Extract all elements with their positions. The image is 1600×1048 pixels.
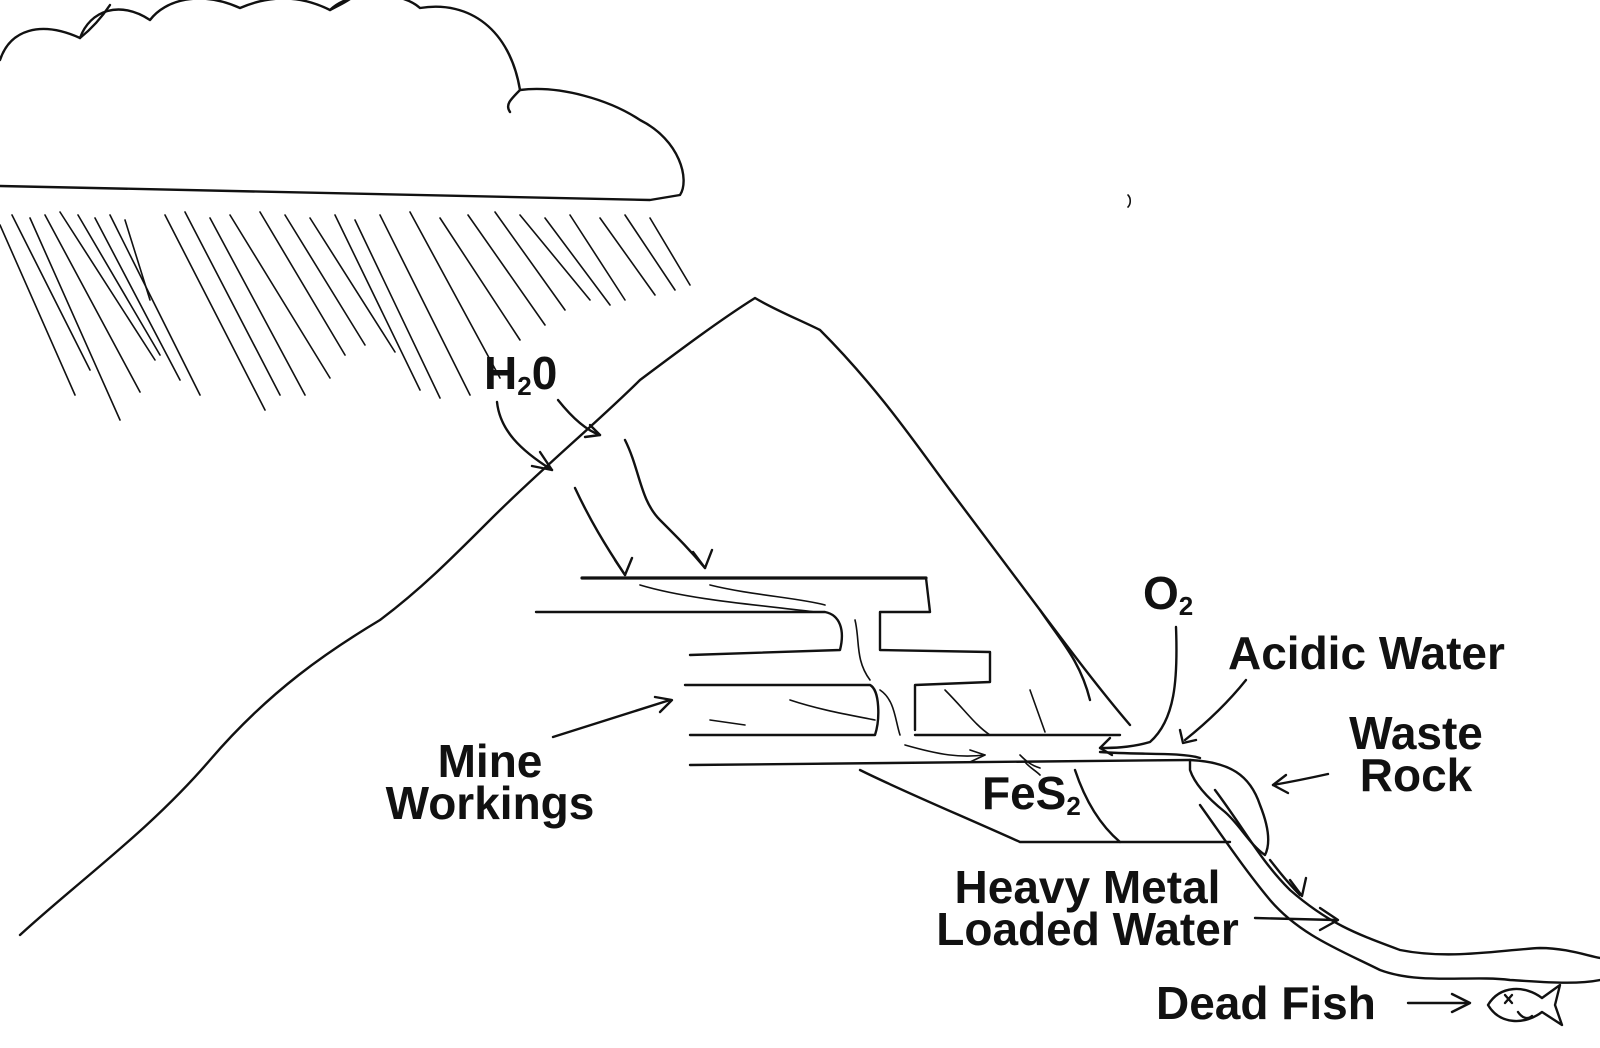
h2o-subscript: 2 (517, 371, 532, 401)
o2-main: O (1143, 567, 1179, 619)
fes2-pointer (1024, 761, 1041, 776)
mine-workings-label: Mine Workings (370, 735, 610, 829)
mine-workings-line2: Workings (385, 777, 595, 829)
waste-rock-line1: Waste (1349, 707, 1483, 759)
heavy-metal-label: Heavy Metal Loaded Water (915, 861, 1260, 955)
lower-ground (858, 768, 1232, 844)
h2o-label: H20 (484, 350, 557, 407)
waste-rock-line2: Rock (1359, 749, 1473, 801)
heavy-metal-line1: Heavy Metal (954, 861, 1221, 913)
infiltration-arrows (495, 398, 714, 577)
mine-workings-line1: Mine (437, 735, 543, 787)
dead-fish-arrow (1406, 992, 1472, 1014)
h2o-rest: 0 (531, 347, 558, 399)
fes2-subscript: 2 (1066, 791, 1081, 821)
heavy-metal-line2: Loaded Water (936, 903, 1239, 955)
h2o-main: H (484, 347, 518, 399)
mine-workings-pointer (551, 695, 674, 739)
speck (1127, 194, 1132, 208)
fish-icon (1486, 983, 1564, 1027)
dead-fish-label: Dead Fish (1156, 977, 1376, 1029)
acidic-water-label: Acidic Water (1228, 627, 1505, 679)
rain-cloud-icon (0, 0, 685, 202)
o2-subscript: 2 (1178, 591, 1194, 621)
fes2-label: FeS2 (982, 770, 1081, 827)
mountain (18, 296, 1132, 937)
rain-lines (0, 211, 691, 421)
acidic-water-pointer (1098, 678, 1248, 760)
waste-rock-label: Waste Rock (1336, 707, 1496, 801)
waste-rock (1188, 758, 1330, 857)
o2-label: O2 (1143, 570, 1194, 627)
fes2-main: FeS (982, 767, 1067, 819)
stream (1198, 788, 1600, 984)
mine-workings (534, 576, 1192, 769)
